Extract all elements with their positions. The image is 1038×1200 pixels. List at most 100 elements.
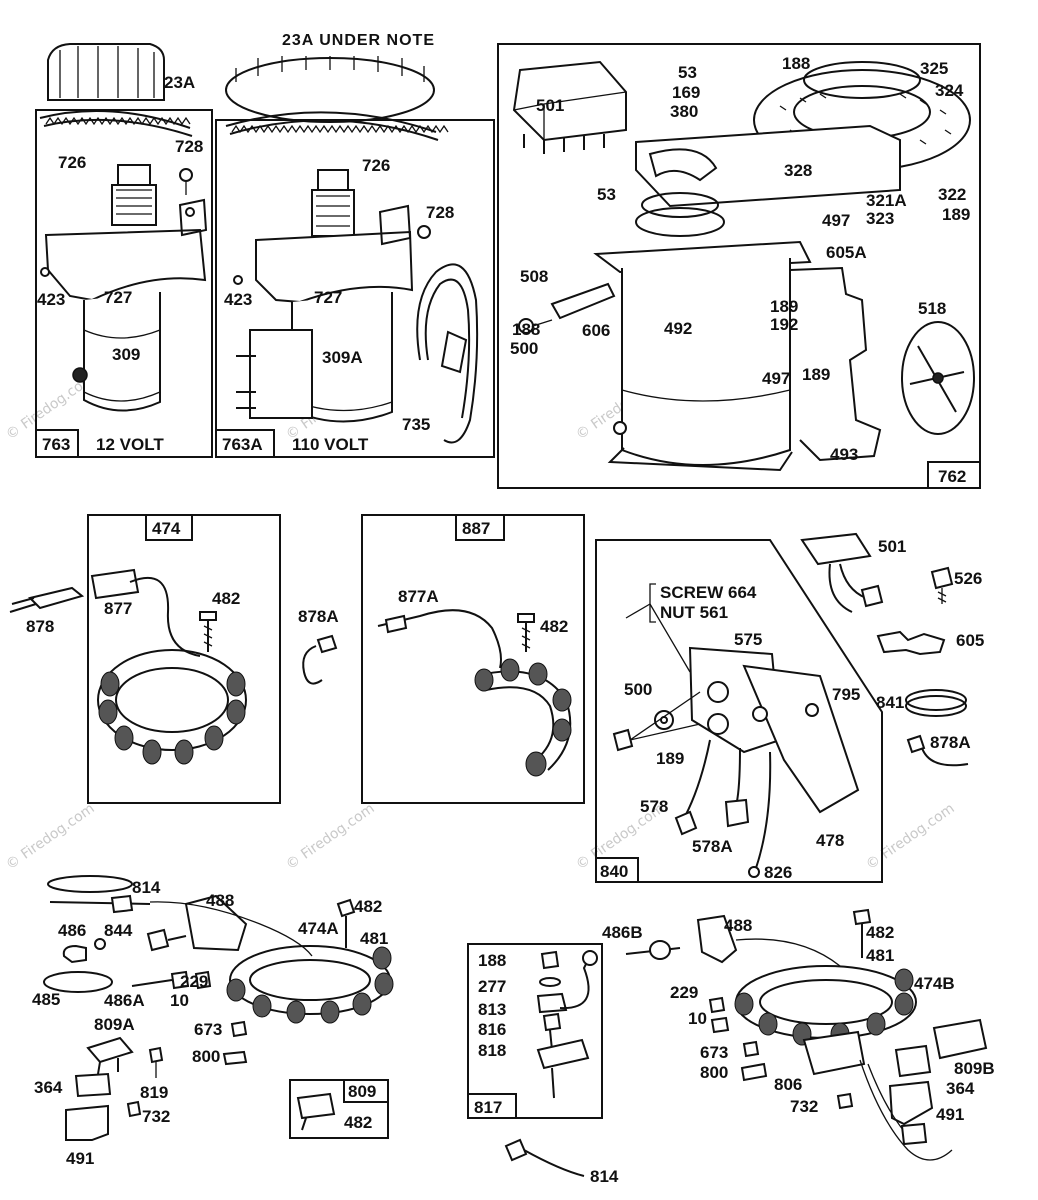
wire-814-b: 814 xyxy=(504,1138,619,1186)
screw-482-b xyxy=(517,613,535,652)
callout-732-a: 732 xyxy=(142,1107,170,1126)
regulator-806 xyxy=(802,1030,866,1076)
panel-840: 840 SCREW 664 NUT 561 575 500 795 189 57 xyxy=(595,539,883,883)
callout-188-mid: 188 xyxy=(512,320,540,339)
connector-809 xyxy=(296,1092,336,1120)
bracket-328 xyxy=(635,124,901,208)
callout-878: 878 xyxy=(26,617,54,636)
panel-817-frame xyxy=(467,943,603,1119)
callout-809a: 809A xyxy=(94,1015,135,1034)
callout-309a: 309A xyxy=(322,348,363,367)
callout-818: 818 xyxy=(478,1041,506,1060)
bracket-491-a xyxy=(65,1104,109,1141)
panel-887: 887 877A 482 xyxy=(361,514,585,804)
panel-809-label: 809 xyxy=(348,1082,376,1101)
rectifier-840 xyxy=(612,646,860,878)
cap-364-b xyxy=(894,1044,932,1078)
callout-491-b: 491 xyxy=(936,1105,964,1124)
callout-189-a: 189 xyxy=(942,205,970,224)
callout-423-mid: 423 xyxy=(224,290,252,309)
callout-229-a: 229 xyxy=(180,972,208,991)
screw-482-a xyxy=(199,611,217,652)
callout-486b: 486B xyxy=(602,923,643,942)
panel-762-label: 762 xyxy=(938,467,966,486)
stator-887 xyxy=(377,609,572,777)
callout-328: 328 xyxy=(784,161,812,180)
bracket-491-b xyxy=(888,1080,934,1126)
bracket-488-b xyxy=(696,914,738,964)
callout-482-c: 482 xyxy=(354,897,382,916)
callout-497-a: 497 xyxy=(822,211,850,230)
loose-parts-right: 501 526 605 841 878A xyxy=(800,532,984,767)
callout-795: 795 xyxy=(832,685,860,704)
callout-493: 493 xyxy=(830,445,858,464)
ring-485 xyxy=(43,971,113,993)
callout-500-b: 500 xyxy=(624,680,652,699)
panel-763a-label-box xyxy=(215,429,275,458)
bracket-488-a xyxy=(184,894,248,952)
callout-673-a: 673 xyxy=(194,1020,222,1039)
callout-169: 169 xyxy=(672,83,700,102)
grommet-486b xyxy=(649,940,671,960)
stator-474 xyxy=(90,568,247,765)
regulator-501-top xyxy=(512,60,627,154)
flywheel-fan-left xyxy=(39,43,193,137)
callout-322: 322 xyxy=(938,185,966,204)
wire-814-a xyxy=(47,875,133,893)
callout-508: 508 xyxy=(520,267,548,286)
callout-10-a: 10 xyxy=(170,991,189,1010)
starter-motor-110v xyxy=(233,169,479,444)
callout-189-d: 189 xyxy=(656,749,684,768)
panel-763a-label: 763A xyxy=(222,435,263,454)
panel-474-label: 474 xyxy=(152,519,181,538)
panel-762: 501 53 169 380 188 325 324 328 53 321A 3… xyxy=(497,43,981,489)
callout-482-d: 482 xyxy=(344,1113,372,1132)
callout-488-a: 488 xyxy=(206,891,234,910)
callout-192: 192 xyxy=(770,315,798,334)
panel-809-label-box xyxy=(343,1079,389,1103)
callout-277: 277 xyxy=(478,977,506,996)
callout-10-b: 10 xyxy=(688,1009,707,1028)
callout-816: 816 xyxy=(478,1020,506,1039)
callout-23a-left: 23A xyxy=(164,73,195,92)
callout-486: 486 xyxy=(58,921,86,940)
callout-53-b: 53 xyxy=(597,185,616,204)
callout-728-mid: 728 xyxy=(426,203,454,222)
callout-727-left: 727 xyxy=(104,288,132,307)
callout-364-a: 364 xyxy=(34,1078,63,1097)
group-474a: 814 488 482 486 844 474A 481 229 485 486… xyxy=(32,875,394,1168)
callout-481-b: 481 xyxy=(866,946,894,965)
callout-809b: 809B xyxy=(954,1059,995,1078)
panel-763-frame xyxy=(35,109,213,458)
diode-818 xyxy=(536,1038,590,1070)
callout-518: 518 xyxy=(918,299,946,318)
panel-763-caption: 12 VOLT xyxy=(96,435,164,454)
callout-325: 325 xyxy=(920,59,948,78)
regulator-501-mid xyxy=(800,532,872,566)
panel-809-frame xyxy=(289,1079,389,1139)
panel-887-label: 887 xyxy=(462,519,490,538)
callout-732-b: 732 xyxy=(790,1097,818,1116)
callout-726-left: 726 xyxy=(58,153,86,172)
callout-309: 309 xyxy=(112,345,140,364)
panel-474: 474 xyxy=(9,514,339,804)
panel-817: 817 188 277 813 816 818 xyxy=(467,943,603,1119)
callout-492: 492 xyxy=(664,319,692,338)
watermark-text: © Firedog.com xyxy=(283,800,377,873)
callout-485: 485 xyxy=(32,990,60,1009)
callout-878a-b: 878A xyxy=(930,733,971,752)
callout-364-b: 364 xyxy=(946,1079,975,1098)
callout-482-e: 482 xyxy=(866,923,894,942)
panel-763-label: 763 xyxy=(42,435,70,454)
callout-486a: 486A xyxy=(104,991,145,1010)
callout-575: 575 xyxy=(734,630,762,649)
callout-814-b: 814 xyxy=(590,1167,619,1186)
callout-606: 606 xyxy=(582,321,610,340)
panel-840-label: 840 xyxy=(600,862,628,881)
callout-380: 380 xyxy=(670,102,698,121)
callout-526: 526 xyxy=(954,569,982,588)
callout-474b: 474B xyxy=(914,974,955,993)
panel-763a-caption: 110 VOLT xyxy=(292,435,369,454)
nut-188 xyxy=(540,950,560,970)
callout-189-c: 189 xyxy=(802,365,830,384)
